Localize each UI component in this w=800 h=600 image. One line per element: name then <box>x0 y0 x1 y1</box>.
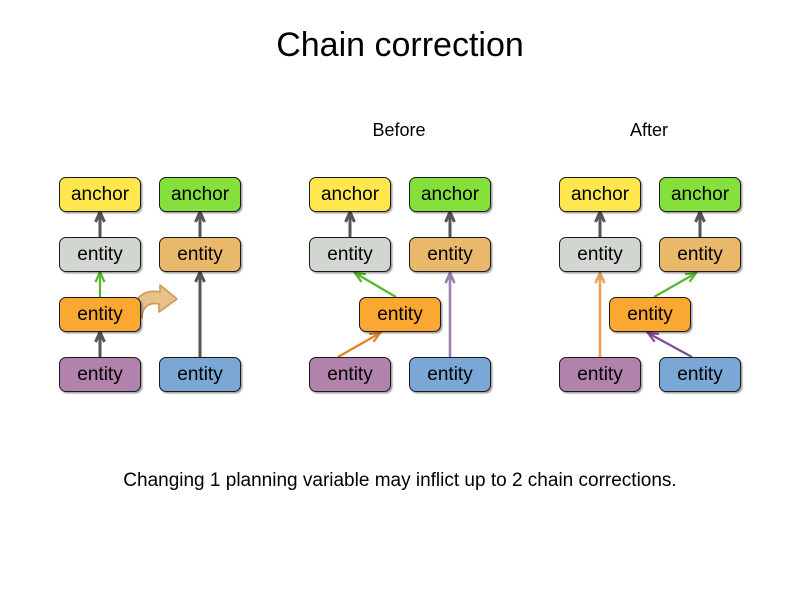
node-label: entity <box>327 244 373 265</box>
page-title: Chain correction <box>276 26 524 64</box>
node-label: entity <box>427 364 473 385</box>
before-arrow-orange-purple-to-orange <box>337 331 383 358</box>
node-label: entity <box>577 364 623 385</box>
node-label: entity <box>77 244 123 265</box>
initial-node-entity-orange: entity <box>59 297 141 332</box>
before-arrow-purple-blue-to-tan <box>444 269 456 357</box>
initial-arrow-gray-blue-to-tan <box>194 268 206 357</box>
after-arrow-purple-blue-to-orange <box>645 331 693 358</box>
after-node-entity-blue: entity <box>659 357 741 392</box>
node-label: entity <box>177 244 223 265</box>
before-arrow-green-orange-to-gray <box>352 271 397 298</box>
node-label: entity <box>677 244 723 265</box>
slide-caption: Changing 1 planning variable may inflict… <box>123 470 677 491</box>
after-node-entity-gray: entity <box>559 237 641 272</box>
after-node-entity-orange: entity <box>609 297 691 332</box>
before-arrow-gray-entity-to-anchor-right <box>444 208 456 237</box>
initial-node-entity-purple: entity <box>59 357 141 392</box>
initial-node-anchor-green: anchor <box>159 177 241 212</box>
node-label: entity <box>77 364 123 385</box>
panel-label-before: Before <box>372 120 426 140</box>
after-node-entity-purple: entity <box>559 357 641 392</box>
before-node-entity-blue: entity <box>409 357 491 392</box>
node-label: anchor <box>670 184 730 205</box>
initial-node-entity-gray: entity <box>59 237 141 272</box>
node-label: anchor <box>420 184 480 205</box>
node-label: anchor <box>170 184 230 205</box>
node-label: anchor <box>320 184 380 205</box>
node-label: entity <box>77 304 123 325</box>
node-label: entity <box>577 244 623 265</box>
node-label: entity <box>327 364 373 385</box>
after-arrow-green-orange-to-tan <box>653 271 699 298</box>
before-node-anchor-yellow: anchor <box>309 177 391 212</box>
initial-arrow-gray-purple-to-orange <box>94 328 106 357</box>
after-arrow-gray-entity-to-anchor-left <box>594 208 606 237</box>
node-label: entity <box>427 244 473 265</box>
after-node-anchor-yellow: anchor <box>559 177 641 212</box>
before-node-entity-tan: entity <box>409 237 491 272</box>
before-node-entity-purple: entity <box>309 357 391 392</box>
before-node-entity-orange: entity <box>359 297 441 332</box>
initial-node-anchor-yellow: anchor <box>59 177 141 212</box>
initial-arrow-gray-entity-to-anchor-right <box>194 208 206 237</box>
initial-node-entity-tan: entity <box>159 237 241 272</box>
node-label: entity <box>677 364 723 385</box>
initial-node-entity-blue: entity <box>159 357 241 392</box>
initial-arrow-green-orange-to-gray <box>94 269 106 297</box>
panel-label-after: After <box>629 120 668 140</box>
after-node-anchor-green: anchor <box>659 177 741 212</box>
after-arrow-gray-entity-to-anchor-right <box>694 208 706 237</box>
after-arrow-orange-purple-to-gray <box>594 269 606 357</box>
node-label: entity <box>627 304 673 325</box>
before-arrow-gray-entity-to-anchor-left <box>344 208 356 237</box>
node-label: anchor <box>570 184 630 205</box>
after-node-entity-tan: entity <box>659 237 741 272</box>
before-node-entity-gray: entity <box>309 237 391 272</box>
node-label: entity <box>377 304 423 325</box>
node-label: entity <box>177 364 223 385</box>
before-node-anchor-green: anchor <box>409 177 491 212</box>
initial-arrow-gray-entity-to-anchor-left <box>94 208 106 237</box>
node-label: anchor <box>70 184 130 205</box>
